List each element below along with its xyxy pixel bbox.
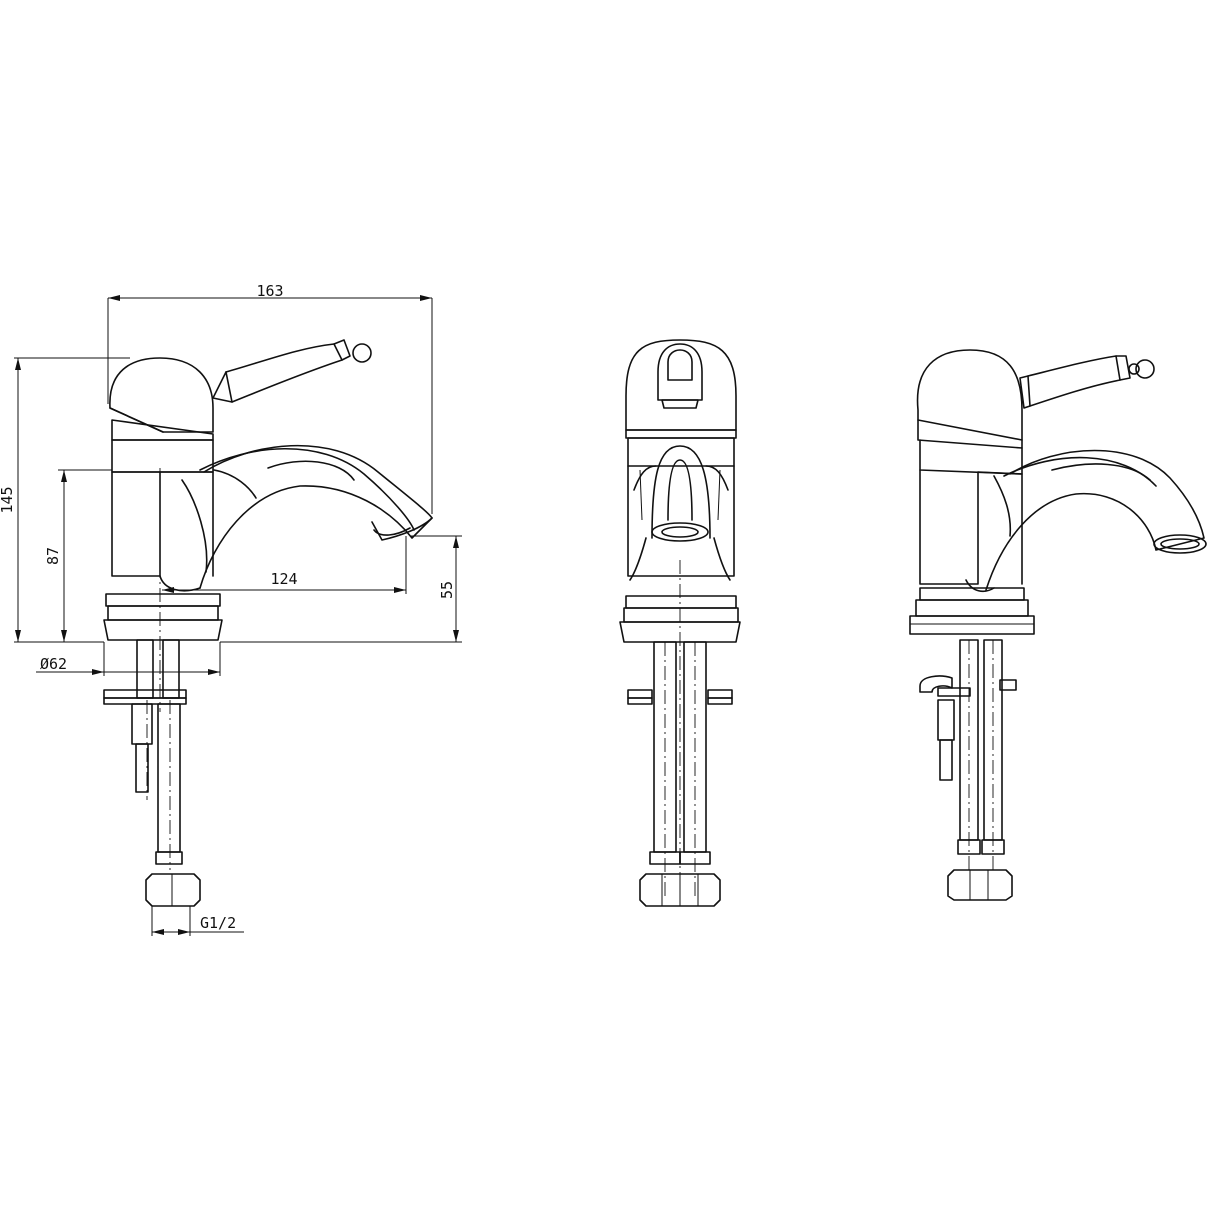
dimension-spout-height: 55 [220,535,462,643]
dimension-label-g12: G1/2 [200,914,236,932]
dimension-connection-thread: G1/2 [151,906,244,936]
dimension-label-124: 124 [270,570,297,588]
perspective-view [909,349,1207,901]
side-view [103,339,433,907]
dimension-overall-length: 163 [107,282,433,514]
dimension-label-d62: Ø62 [40,655,67,673]
front-view [619,339,741,907]
dimension-overall-height: 145 [0,357,130,643]
dimension-label-163: 163 [256,282,283,300]
dimension-label-55: 55 [438,581,456,599]
dimension-label-87: 87 [44,547,62,565]
dimension-spout-reach: 124 [162,536,407,594]
dimension-body-height: 87 [44,469,112,642]
dimension-label-145: 145 [0,486,16,513]
dimension-base-diameter: Ø62 [36,642,221,676]
